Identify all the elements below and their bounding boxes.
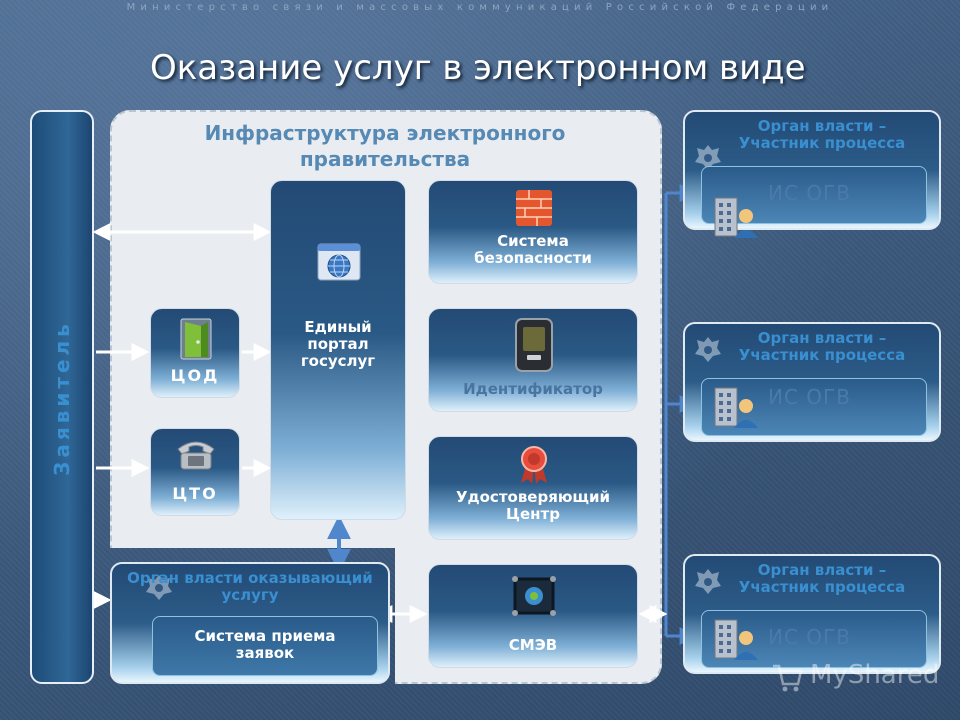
isogv-box-1[interactable]: ИС ОГВ [701, 166, 927, 224]
application-system-label: Система приема заявок [194, 627, 336, 662]
browser-globe-icon [317, 243, 361, 281]
office-user-icon [714, 197, 758, 238]
participant-3-title: Орган власти – Участник процесса [738, 561, 906, 596]
service-provider-block[interactable]: Орган власти оказывающий услугу Система … [110, 562, 390, 684]
cod-block[interactable]: ЦОД [150, 308, 240, 398]
applicant-bar [30, 110, 94, 684]
participant-block-1[interactable]: Орган власти – Участник процесса ИС ОГВ [683, 110, 941, 238]
ministry-caption: Министерство связи и массовых коммуникац… [126, 2, 834, 13]
portal-block[interactable]: Единый портал госуслуг [270, 180, 406, 520]
watermark-cart-icon [773, 664, 803, 692]
cto-label: ЦТО [172, 484, 218, 503]
isogv-box-2[interactable]: ИС ОГВ [701, 378, 927, 436]
applicant-label: Заявитель [50, 320, 74, 476]
cto-block[interactable]: ЦТО [150, 428, 240, 516]
phone-icon [177, 441, 215, 470]
participant-2-title: Орган власти – Участник процесса [738, 329, 906, 364]
application-system-box[interactable]: Система приема заявок [152, 616, 378, 676]
identifier-label: Идентификатор [463, 380, 603, 398]
coat-of-arms-icon [146, 575, 172, 600]
portal-label: Единый портал госуслуг [300, 318, 376, 370]
security-label: Система безопасности [474, 232, 592, 267]
office-user-icon [714, 387, 758, 428]
page-title: Оказание услуг в электронном виде [150, 48, 806, 88]
watermark-text: MyShared [810, 660, 940, 690]
smev-label: СМЭВ [508, 636, 558, 654]
participant-block-3[interactable]: Орган власти – Участник процесса ИС ОГВ [683, 554, 941, 674]
isogv-label-2: ИС ОГВ [768, 385, 851, 409]
participant-1-title: Орган власти – Участник процесса [738, 117, 906, 152]
infrastructure-title: Инфраструктура электронного правительств… [204, 121, 566, 171]
award-ribbon-icon [521, 446, 547, 484]
isogv-label-1: ИС ОГВ [768, 181, 851, 205]
isogv-label-3: ИС ОГВ [768, 625, 851, 649]
identifier-block[interactable]: Идентификатор [428, 308, 638, 412]
coat-of-arms-icon [695, 569, 721, 594]
coat-of-arms-icon [695, 145, 721, 170]
certification-center-block[interactable]: Удостоверяющий Центр [428, 436, 638, 540]
participant-block-2[interactable]: Орган власти – Участник процесса ИС ОГВ [683, 322, 941, 442]
service-provider-title: Орган власти оказывающий услугу [127, 569, 373, 604]
smev-block[interactable]: СМЭВ [428, 564, 638, 668]
certification-center-label: Удостоверяющий Центр [455, 488, 611, 523]
coat-of-arms-icon [695, 337, 721, 362]
firewall-icon [516, 190, 552, 226]
id-terminal-icon [515, 318, 553, 372]
door-icon [180, 318, 212, 360]
office-user-icon [714, 619, 758, 660]
security-block[interactable]: Система безопасности [428, 180, 638, 284]
cod-label: ЦОД [170, 366, 220, 385]
network-frame-icon [512, 576, 556, 616]
